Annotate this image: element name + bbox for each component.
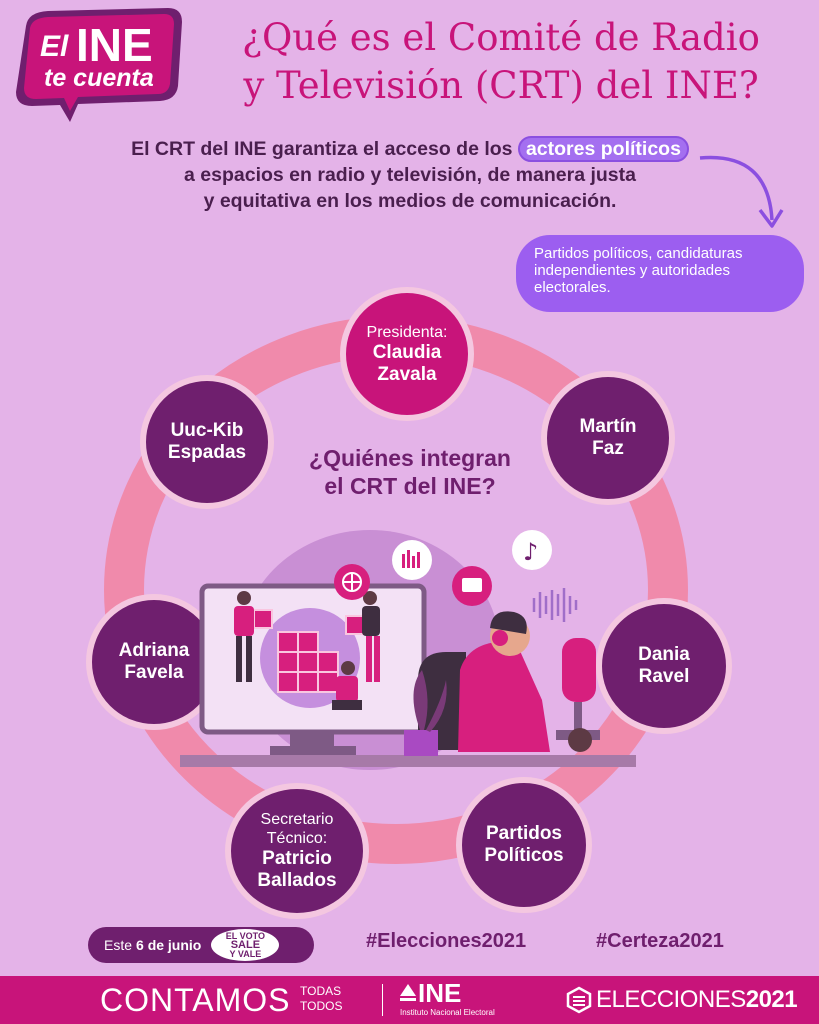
intro-line-2: a espacios en radio y televisión, de man… (184, 164, 636, 186)
voto-l1: EL VOTO (225, 930, 265, 941)
uuc-name-1: Uuc-Kib (170, 420, 244, 441)
todos-text: TODOS (300, 999, 343, 1013)
elecciones-2021-logo: ELECCIONES2021 (596, 986, 798, 1014)
hashtag-elecciones: #Elecciones2021 (366, 930, 527, 952)
page-title: ¿Qué es el Comité de Radio y Televisión … (196, 14, 806, 110)
uuc-name-2: Espadas (167, 442, 247, 463)
bar-separator (382, 984, 383, 1016)
secretario-role-2: Técnico: (266, 830, 328, 847)
member-uuc-kib-espadas: Uuc-Kib Espadas (140, 375, 274, 509)
elecciones-text: ELECCIONES (596, 986, 746, 1013)
member-adriana-favela: Adriana Favela (86, 594, 222, 730)
intro-before: El CRT del INE garantiza el acceso de lo… (131, 138, 513, 160)
intro-highlight: actores políticos (517, 136, 689, 162)
elecciones-year: 2021 (745, 986, 798, 1013)
secretario-name-1: Patricio (262, 848, 332, 869)
voto-l3: Y VALE (229, 948, 262, 959)
martin-name-2: Faz (592, 438, 624, 459)
election-date-pill: Este 6 de junio EL VOTO SALE Y VALE (88, 927, 314, 963)
secretario-name-2: Ballados (257, 870, 337, 891)
member-presidenta: Presidenta: Claudia Zavala (340, 287, 474, 421)
todas-todos: TODAS TODOS (300, 984, 342, 1014)
member-secretario-tecnico: Secretario Técnico: Patricio Ballados (225, 783, 369, 919)
contamos-text: CONTAMOS (100, 982, 291, 1018)
bottom-bar: CONTAMOS TODAS TODOS INE Instituto Nacio… (0, 976, 819, 1024)
media-illustration: ♪ (180, 530, 636, 770)
voto-l2: SALE (230, 938, 261, 951)
intro-text: El CRT del INE garantiza el acceso de lo… (80, 136, 740, 214)
member-partidos-politicos: Partidos Políticos (456, 777, 592, 913)
todas-text: TODAS (300, 984, 342, 998)
hashtag-certeza: #Certeza2021 (596, 930, 724, 952)
title-line-2: y Televisión (CRT) del INE? (243, 64, 759, 107)
partidos-name-2: Políticos (484, 845, 564, 866)
presidenta-name-1: Claudia (372, 341, 442, 363)
ine-wordmark: INE (418, 978, 462, 1008)
martin-name-1: Martín (579, 416, 637, 437)
presidenta-name-2: Zavala (377, 363, 437, 385)
logo-ine: INE (76, 19, 153, 71)
ine-te-cuenta-logo (16, 8, 182, 122)
member-dania-ravel: Dania Ravel (596, 598, 732, 734)
partidos-name-1: Partidos (485, 823, 563, 844)
logo-te-cuenta: te cuenta (44, 64, 154, 92)
adriana-name-2: Favela (124, 662, 184, 683)
dania-name-1: Dania (638, 644, 690, 665)
date-bold: 6 de junio (136, 937, 202, 953)
date-prefix: Este (104, 937, 133, 953)
title-line-1: ¿Qué es el Comité de Radio (242, 16, 760, 59)
dania-name-2: Ravel (638, 666, 690, 687)
logo-el: El (40, 30, 69, 63)
question-line-2: el CRT del INE? (324, 473, 496, 499)
intro-line-3: y equitativa en los medios de comunicaci… (203, 190, 617, 212)
el-voto-sale-y-vale-logo: EL VOTO SALE Y VALE (211, 929, 280, 961)
actores-politicos-callout: Partidos políticos, candidaturas indepen… (516, 235, 804, 312)
members-question: ¿Quiénes integran el CRT del INE? (270, 444, 550, 500)
curved-arrow-icon (699, 155, 784, 228)
svg-text:♪: ♪ (523, 538, 538, 566)
presidenta-role: Presidenta: (366, 323, 448, 341)
ine-emblem-icon (400, 984, 416, 1001)
question-line-1: ¿Quiénes integran (309, 445, 511, 471)
ine-subtitle: Instituto Nacional Electoral (400, 1008, 495, 1017)
member-martin-faz: Martín Faz (541, 371, 675, 505)
elecciones-cube-icon (566, 986, 592, 1014)
secretario-role-1: Secretario (260, 811, 334, 828)
adriana-name-1: Adriana (118, 640, 190, 661)
